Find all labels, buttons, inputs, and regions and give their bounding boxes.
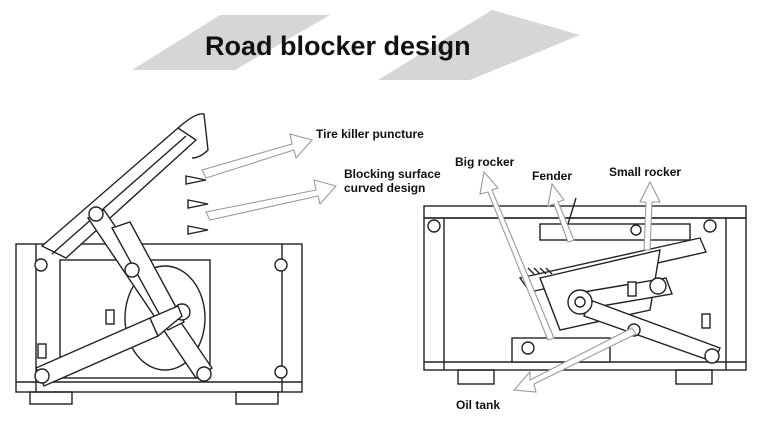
arrow-blocking-surface [205, 179, 338, 221]
arrow-tire-killer [201, 133, 314, 179]
arrow-fender [547, 182, 575, 243]
label-tire-killer: Tire killer puncture [316, 127, 424, 141]
label-oil-tank: Oil tank [456, 398, 500, 412]
label-blocking-surface-line1: Blocking surface [344, 167, 441, 181]
label-blocking-surface-line2: curved design [344, 181, 425, 195]
page-title: Road blocker design [205, 31, 471, 61]
title-banner-left [132, 15, 330, 70]
right-side-view [423, 197, 747, 385]
label-fender: Fender [532, 169, 572, 183]
arrow-big-rocker [479, 170, 555, 341]
left-side-view [15, 113, 303, 405]
title-banner-right [378, 10, 580, 80]
label-big-rocker: Big rocker [455, 155, 515, 169]
arrow-small-rocker [639, 180, 661, 251]
label-small-rocker: Small rocker [609, 165, 681, 179]
arrow-oil-tank [512, 327, 637, 393]
